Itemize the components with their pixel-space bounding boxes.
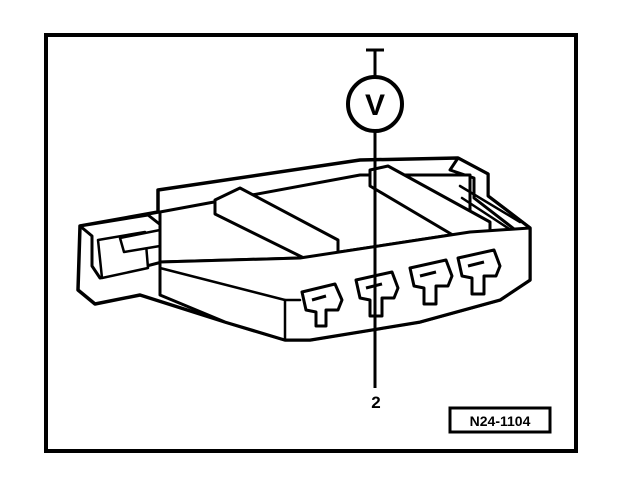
pin-cavity-3 bbox=[408, 258, 454, 306]
pin-cavity-4 bbox=[456, 248, 502, 296]
connector-housing bbox=[76, 156, 532, 342]
voltmeter-icon: V bbox=[346, 75, 404, 133]
pin-label: 2 bbox=[371, 393, 380, 412]
reference-code-box: N24-1104 bbox=[448, 406, 552, 434]
pin-cavity-1 bbox=[300, 282, 344, 328]
reference-code: N24-1104 bbox=[470, 413, 531, 429]
voltmeter-symbol: V bbox=[365, 89, 385, 122]
pin-cavities bbox=[300, 248, 502, 328]
